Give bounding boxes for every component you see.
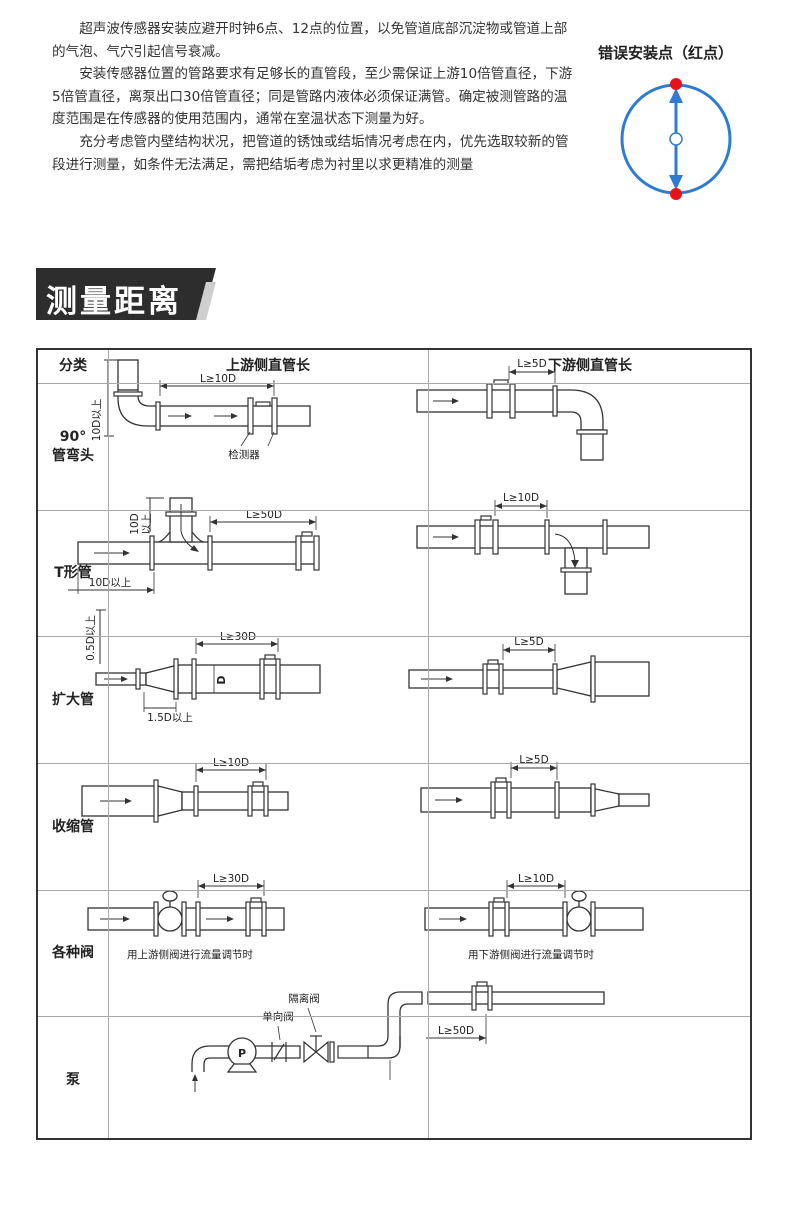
intro-paragraph-3: 充分考虑管内壁结构状况，把管道的锈蚀或结垢情况考虑在内，优先选取较新的管段进行测…: [52, 133, 569, 173]
center-point: [669, 132, 683, 146]
label-0-5d-above: 0.5D以上: [85, 615, 97, 661]
label-pump-l-50d: L≥50D: [438, 1025, 474, 1037]
diagram-reducer-upstream: L≥10D: [81, 757, 289, 823]
arrow-down-icon: [669, 175, 683, 190]
diagram-tee-downstream: L≥10D: [416, 492, 650, 595]
category-elbow-line2: 管弯头: [52, 448, 94, 464]
error-point-12: [670, 78, 682, 90]
header-downstream: 下游侧直管长: [548, 358, 632, 374]
label-valve-down-caption: 用下游侧阀进行流量调节时: [468, 948, 594, 961]
diagram-valve-downstream: L≥10D 用下游侧阀进行流量调节时: [424, 873, 644, 961]
wrong-install-diagram: [610, 70, 746, 210]
row-divider: [38, 763, 750, 764]
label-tee-10d-horiz: 10D以上: [89, 577, 131, 589]
col-divider: [108, 350, 109, 1138]
label-valve-l-30d: L≥30D: [213, 873, 249, 885]
label-detector: 检测器: [228, 448, 260, 461]
intro-paragraph-1: 超声波传感器安装应避开时钟6点、12点的位置，以免管道底部沉淀物或管道上部的气泡…: [52, 21, 568, 60]
label-diameter-d: D: [215, 675, 228, 684]
header-upstream: 上游侧直管长: [226, 358, 310, 374]
diagram-expander-downstream: L≥5D: [408, 636, 650, 703]
row-divider: [38, 510, 750, 511]
col-divider: [428, 350, 429, 1138]
label-tee-above: 以上: [141, 514, 153, 535]
category-tee: T形管: [54, 565, 92, 581]
label-red-l-5d: L≥5D: [519, 754, 548, 766]
label-l-50d: L≥50D: [246, 509, 282, 521]
label-isolation-valve: 隔离阀: [288, 992, 320, 1005]
label-1-5d-above: 1.5D以上: [147, 712, 193, 724]
intro-paragraph-2: 安装传感器位置的管路要求有足够长的直管段，至少需保证上游10倍管直径，下游5倍管…: [52, 66, 573, 128]
diagram-expander-upstream: 0.5D以上 L≥30D D 1.5D以上: [85, 609, 321, 724]
header-category: 分类: [59, 358, 87, 374]
measurement-distance-table: 分类 上游侧直管长 下游侧直管长 90° 管弯头 T形管 扩大管 收缩管 各种阀…: [36, 348, 752, 1140]
label-valve-l-10d: L≥10D: [518, 873, 554, 885]
diagram-tee-upstream: 10D 以上 L≥50D 10D以上: [68, 497, 320, 594]
row-divider: [38, 383, 750, 384]
category-elbow: 90° 管弯头: [38, 428, 108, 466]
label-l-10d: L≥10D: [200, 373, 236, 385]
row-divider: [38, 636, 750, 637]
category-pump: 泵: [66, 1072, 80, 1088]
label-l-5d: L≥5D: [517, 358, 546, 370]
arrow-up-icon: [669, 88, 683, 103]
label-tee-10d: 10D: [129, 513, 141, 534]
category-expander: 扩大管: [52, 692, 94, 708]
label-valve-up-caption: 用上游侧阀进行流量调节时: [127, 948, 253, 961]
diagram-elbow-upstream: 10D以上 L≥10D 检测器: [91, 359, 311, 461]
error-point-6: [670, 188, 682, 200]
category-valve: 各种阀: [52, 945, 94, 961]
label-exp-l-5d: L≥5D: [514, 636, 543, 648]
row-divider: [38, 1016, 750, 1017]
diagram-reducer-downstream: L≥5D: [420, 754, 650, 819]
label-10d-above: 10D以上: [91, 399, 103, 441]
category-elbow-line1: 90°: [59, 429, 87, 445]
diagram-valve-upstream: L≥30D 用上游侧阀进行流量调节时: [87, 873, 285, 961]
wrong-install-title: 错误安装点（红点）: [598, 44, 734, 62]
diagram-pump: P 隔离阀 单向阀 L≥50D: [191, 981, 605, 1092]
row-divider: [38, 890, 750, 891]
label-l-30d: L≥30D: [220, 631, 256, 643]
intro-text: 超声波传感器安装应避开时钟6点、12点的位置，以免管道底部沉淀物或管道上部的气泡…: [52, 18, 577, 176]
section-banner: 测量距离: [36, 268, 216, 320]
section-title: 测量距离: [46, 284, 182, 320]
label-tee-l-10d: L≥10D: [503, 492, 539, 504]
pump-label: P: [238, 1047, 246, 1060]
diagram-elbow-downstream: L≥5D: [416, 358, 608, 461]
category-reducer: 收缩管: [52, 819, 94, 835]
